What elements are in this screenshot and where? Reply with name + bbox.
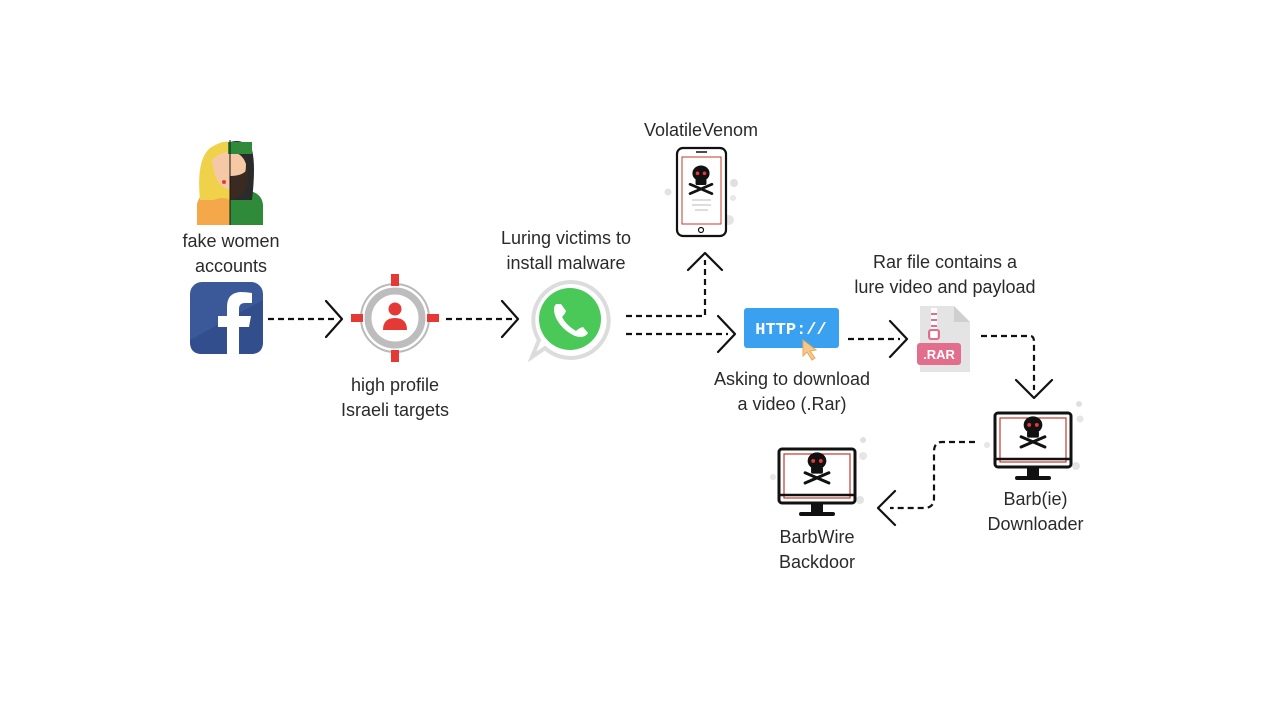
targets-label: high profile Israeli targets (340, 375, 450, 420)
http-link-icon: HTTP:// (744, 308, 839, 361)
rar-caption: Rar file contains a lure video and paylo… (854, 252, 1036, 297)
fake-accounts-label: fake women accounts (182, 231, 280, 276)
volatile-venom-label: VolatileVenom (643, 120, 759, 140)
whatsapp-icon (527, 279, 611, 363)
flow-arrows (268, 260, 1036, 510)
facebook-icon (190, 282, 263, 354)
arrow-rar-to-barbie (981, 334, 1036, 390)
rar-file-icon: .RAR (917, 306, 970, 372)
arrow-barbie-to-barbwire (890, 440, 975, 510)
arrow-heads (324, 251, 1054, 527)
target-icon (351, 274, 439, 362)
rar-badge-text: .RAR (923, 347, 955, 362)
http-caption: Asking to download a video (.Rar) (713, 369, 871, 414)
avatar-icon (197, 140, 263, 225)
phone-skull-icon (664, 146, 738, 238)
luring-label: Luring victims to install malware (500, 228, 632, 273)
barbwire-label: BarbWire Backdoor (778, 527, 856, 572)
barbie-monitor-icon (984, 401, 1084, 482)
barbwire-monitor-icon (770, 437, 867, 518)
barbie-label: Barb(ie) Downloader (987, 489, 1084, 534)
http-text: HTTP:// (755, 321, 826, 340)
